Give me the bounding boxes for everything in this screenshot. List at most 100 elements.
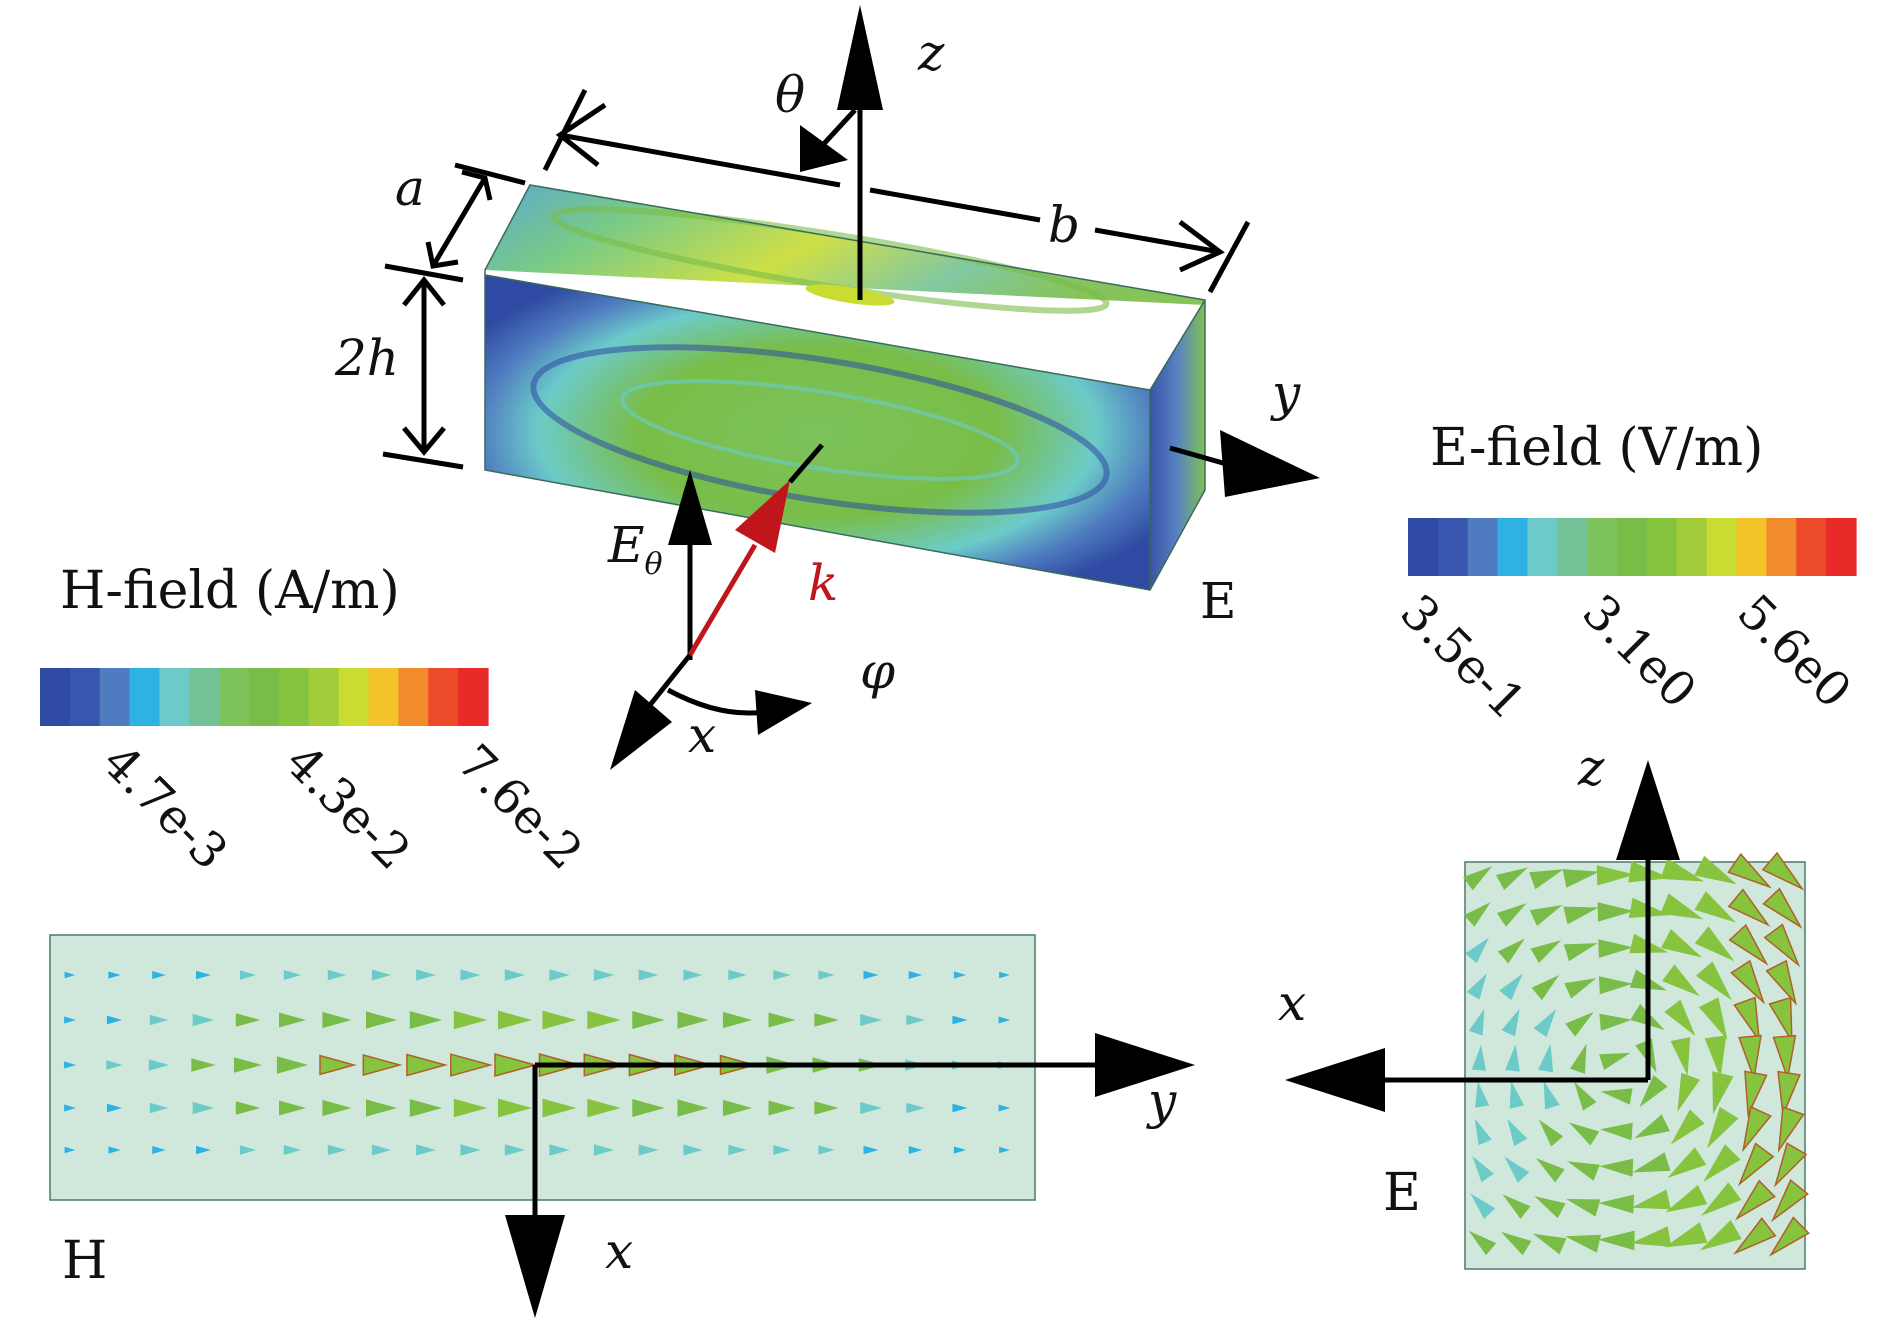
field-vector-cone [1694,926,1735,962]
h-field-title: H-field (A/m) [60,561,400,621]
field-vector-cone [1529,869,1564,890]
field-vector-cone [234,1057,262,1073]
field-vector-cone [64,971,76,979]
field-vector-cone [908,971,923,979]
field-vector-cone [1660,893,1704,920]
field-vector-cone [1701,1182,1742,1216]
field-vector-cone [1468,1230,1497,1256]
dimension-2h-label: 2h [334,329,399,387]
field-vector-cone [863,1145,879,1155]
x-axis-3d-label: x [688,706,716,764]
colorbar-swatch [1527,518,1558,576]
field-vector-cone [999,971,1010,979]
field-vector-cone [1737,1142,1775,1187]
field-vector-cone [1698,997,1728,1040]
field-vector-cone [1470,1193,1496,1219]
box-top-hotspot [805,284,895,306]
field-vector-cone [632,1099,665,1117]
colorbar-swatch [1646,518,1678,576]
field-vector-cone [64,1104,76,1112]
field-vector-cone [1562,869,1600,888]
field-vector-cone [106,1015,123,1025]
field-vector-cone [1501,1231,1532,1256]
field-vector-cone [638,969,659,981]
field-vector-cone [1599,1052,1631,1070]
field-vector-cone [366,1011,397,1029]
field-vector-cone [283,1145,302,1155]
field-vector-cone [1631,1189,1671,1210]
dimension-a: a [395,159,526,269]
field-vector-cone [728,969,747,981]
field-vector-cone [322,1099,352,1117]
field-vector-cone [1474,1118,1492,1146]
box-outline [484,184,1206,591]
e-field-colorbar: E-field (V/m) 3.5e-1 3.1e0 5.6e0 [1390,418,1862,731]
field-vector-cone [1534,1196,1566,1219]
field-vector-cone [1599,1158,1634,1177]
field-vector-cone [1471,1044,1486,1071]
field-vector-cone [1699,1220,1742,1251]
colorbar-swatch [1766,518,1797,576]
field-vector-cone [1502,1194,1531,1219]
field-vector-cone [279,1012,306,1028]
box-corner-label: E [1200,572,1237,630]
z-axis-3d: z [837,5,945,300]
field-vector-cone [722,1011,753,1029]
field-vector-cone [1533,1233,1567,1255]
field-vector-cone [1634,1114,1670,1139]
field-vector-cone [149,1014,169,1026]
field-vector-cone [1630,1226,1672,1247]
colorbar-swatch [398,668,429,726]
x-axis-3d: x [610,653,716,770]
h-panel-y-label: y [1146,1072,1177,1130]
field-vector-cone [773,970,791,980]
field-vector-cone [279,1100,306,1116]
field-vector-cone [593,969,615,981]
field-vector-cone [362,1054,403,1076]
field-vector-cone [196,970,211,980]
field-vector-cone [1472,1156,1494,1183]
field-vector-cone [1598,1194,1634,1214]
h-panel-x-label: x [605,1222,633,1280]
colorbar-swatch [1617,518,1648,576]
field-vector-cone [1599,1122,1633,1141]
field-vector-cone [64,1016,76,1024]
field-vector-cone [1727,852,1772,889]
k-label: k [808,554,838,612]
field-vector-cone [1464,902,1491,927]
h-panel-x-arrowhead [505,1215,565,1318]
field-vector-cone [416,1144,436,1156]
field-vector-cone [406,1053,448,1077]
field-vector-cone [1538,1119,1564,1147]
colorbar-swatch [278,668,310,726]
field-vector-cone [192,1101,215,1115]
field-vector-cone [319,1054,357,1076]
field-vector-cone [453,1098,488,1118]
field-vector-cone [366,1099,397,1117]
field-vector-cone [1639,1075,1668,1108]
e-theta-arrow: Eθ [607,470,712,660]
field-vector-cone [632,1011,665,1029]
colorbar-swatch [338,668,370,726]
field-vector-cone [998,1104,1011,1112]
field-vector-cone [542,1098,577,1118]
field-vector-cone [1664,999,1696,1037]
field-vector-cone [409,1099,443,1117]
field-vector-cone [587,1010,621,1030]
field-vector-cone [906,1014,925,1026]
field-vector-cone [1768,996,1793,1044]
field-vector-cone [504,969,526,981]
field-vector-cone [1564,978,1597,999]
theta-arrow: θ [775,66,857,172]
field-vector-cone [1730,959,1766,1005]
field-vector-cone [1772,1034,1797,1082]
colorbar-swatch [189,668,220,726]
field-vector-cone [814,1101,839,1115]
colorbar-swatch [99,668,131,726]
field-vector-cone [1703,1144,1741,1182]
field-vector-cone [1704,1035,1727,1079]
field-vector-cone [677,1099,709,1117]
field-vector-cone [1670,1109,1705,1145]
field-vector-cone [999,1146,1010,1154]
field-vector-cone [1509,1081,1525,1109]
